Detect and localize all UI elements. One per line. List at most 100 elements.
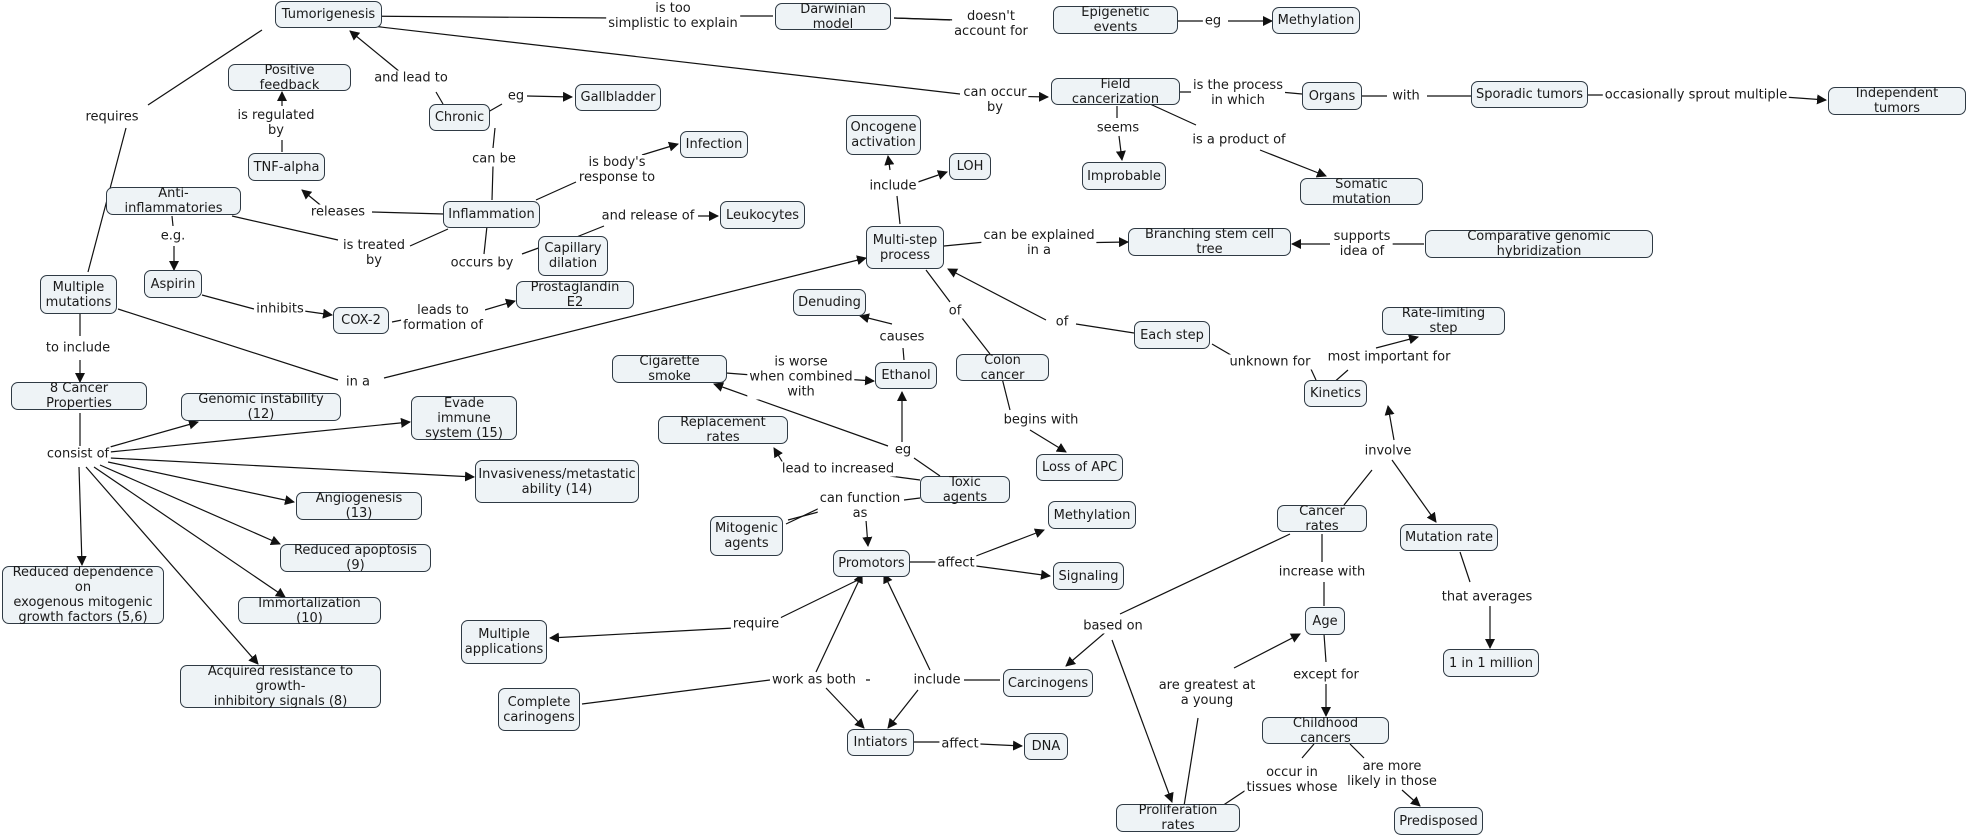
link-label-and-release-of: and release of — [599, 208, 697, 224]
node-signaling[interactable]: Signaling — [1053, 562, 1124, 590]
node-immortalization[interactable]: Immortalization (10) — [238, 596, 381, 626]
link-label-is-worse: is worse when combined with — [747, 354, 855, 400]
node-genomic-instability[interactable]: Genomic instability (12) — [181, 392, 341, 422]
edge-ms-include — [888, 156, 901, 225]
node-darwinian-model[interactable]: Darwinian model — [775, 2, 891, 32]
link-label-require: require — [730, 616, 782, 632]
link-label-unknown-for: unknown for — [1227, 354, 1313, 370]
node-loss-of-apc[interactable]: Loss of APC — [1036, 454, 1123, 481]
node-age[interactable]: Age — [1305, 607, 1345, 635]
node-carcinogens[interactable]: Carcinogens — [1003, 669, 1093, 697]
link-label-occurs-by: occurs by — [448, 255, 516, 271]
node-reduced-dependence[interactable]: Reduced dependence on exogenous mitogeni… — [2, 565, 164, 625]
link-label-eg-toxic: eg — [892, 442, 914, 458]
node-multiple-applications[interactable]: Multiple applications — [461, 620, 547, 664]
link-label-is-regulated-by: is regulated by — [235, 108, 317, 138]
node-one-in-million[interactable]: 1 in 1 million — [1443, 649, 1539, 677]
edge-darwin-to-tumorigenesis — [346, 16, 773, 18]
edge-consist-reduced — [76, 466, 87, 566]
link-label-supports-idea: supports idea of — [1331, 229, 1393, 259]
edge-child-likely — [1349, 743, 1420, 806]
node-aspirin[interactable]: Aspirin — [144, 270, 202, 298]
link-label-is-too-simplistic: is too simplistic to explain — [606, 1, 740, 31]
node-reduced-apoptosis[interactable]: Reduced apoptosis (9) — [280, 543, 431, 573]
node-proliferation-rates[interactable]: Proliferation rates — [1116, 803, 1240, 833]
node-evade-immune[interactable]: Evade immune system (15) — [411, 396, 517, 441]
edge-consist-immortal — [93, 466, 286, 598]
node-organs[interactable]: Organs — [1302, 82, 1362, 110]
node-improbable[interactable]: Improbable — [1082, 162, 1166, 190]
node-kinetics[interactable]: Kinetics — [1304, 380, 1367, 407]
node-cigarette-smoke[interactable]: Cigarette smoke — [612, 354, 727, 384]
edge-involve-mutation — [1391, 459, 1437, 523]
node-methylation-mid[interactable]: Methylation — [1048, 501, 1136, 529]
node-capillary-dilation[interactable]: Capillary dilation — [538, 236, 608, 276]
node-complete-carcinogens[interactable]: Complete carinogens — [498, 688, 580, 731]
node-cgh[interactable]: Comparative genomic hybridization — [1425, 229, 1653, 259]
edge-chronic-can-be — [491, 127, 496, 201]
edge-child-occur — [1221, 743, 1315, 807]
node-leukocytes[interactable]: Leukocytes — [720, 201, 805, 229]
link-label-occasionally-sprout: occasionally sprout multiple — [1602, 87, 1790, 103]
node-childhood-cancers[interactable]: Childhood cancers — [1262, 716, 1389, 746]
node-rate-limiting[interactable]: Rate-limiting step — [1382, 306, 1505, 336]
node-independent-tumors[interactable]: Independent tumors — [1828, 86, 1966, 116]
link-label-to-include: to include — [43, 340, 113, 356]
link-label-eg-aspirin: e.g. — [158, 228, 188, 244]
node-oncogene-activation[interactable]: Oncogene activation — [846, 115, 921, 155]
link-label-can-function-as: can function as — [817, 491, 903, 521]
node-somatic-mutation[interactable]: Somatic mutation — [1300, 177, 1423, 207]
link-label-is-treated-by: is treated by — [341, 238, 407, 268]
edge-complete-workboth — [581, 679, 870, 705]
node-cox2[interactable]: COX-2 — [333, 307, 389, 334]
node-mitogenic-agents[interactable]: Mitogenic agents — [710, 516, 783, 556]
link-label-based-on: based on — [1081, 618, 1145, 634]
node-acquired-resistance[interactable]: Acquired resistance to growth- inhibitor… — [180, 664, 381, 709]
node-replacement-rates[interactable]: Replacement rates — [658, 415, 788, 445]
edge-based-prolif — [1111, 639, 1174, 803]
node-each-step[interactable]: Each step — [1134, 321, 1210, 349]
link-label-most-important: most important for — [1325, 349, 1453, 365]
node-angiogenesis[interactable]: Angiogenesis (13) — [296, 491, 422, 521]
node-dna[interactable]: DNA — [1024, 733, 1068, 760]
node-inflammation[interactable]: Inflammation — [443, 201, 540, 228]
node-ethanol[interactable]: Ethanol — [875, 362, 937, 389]
node-sporadic-tumors[interactable]: Sporadic tumors — [1471, 81, 1588, 108]
edge-cancerrates-involve — [1343, 406, 1394, 506]
node-prostaglandin[interactable]: Prostaglandin E2 — [516, 280, 634, 310]
node-tumorigenesis[interactable]: Tumorigenesis — [275, 1, 382, 28]
node-denuding[interactable]: Denuding — [793, 289, 866, 316]
node-loh[interactable]: LOH — [949, 153, 991, 180]
edge-consist-evade — [109, 417, 411, 453]
node-intiators[interactable]: Intiators — [847, 729, 914, 756]
link-label-is-a-product-of: is a product of — [1190, 132, 1288, 148]
link-label-can-occur-by: can occur by — [961, 85, 1029, 115]
edge-anti-treated — [231, 215, 449, 247]
edge-int-affect — [914, 742, 1022, 746]
node-multistep-process[interactable]: Multi-step process — [866, 226, 944, 269]
edge-inflam-to-infection — [535, 144, 678, 201]
node-tnf-alpha[interactable]: TNF-alpha — [248, 153, 325, 181]
node-chronic[interactable]: Chronic — [429, 104, 490, 131]
node-field-cancerization[interactable]: Field cancerization — [1051, 77, 1180, 107]
node-positive-feedback[interactable]: Positive feedback — [228, 63, 351, 93]
node-infection[interactable]: Infection — [680, 131, 748, 158]
node-methylation-top[interactable]: Methylation — [1272, 7, 1360, 34]
node-gallbladder[interactable]: Gallbladder — [575, 84, 661, 111]
node-invasiveness[interactable]: Invasiveness/metastatic ability (14) — [475, 460, 639, 503]
node-mutation-rate[interactable]: Mutation rate — [1400, 524, 1498, 551]
node-epigenetic-events[interactable]: Epigenetic events — [1053, 5, 1178, 35]
edge-workboth-prom — [815, 573, 863, 673]
node-multiple-mutations[interactable]: Multiple mutations — [40, 275, 117, 314]
node-toxic-agents[interactable]: Toxic agents — [920, 475, 1010, 505]
node-predisposed[interactable]: Predisposed — [1394, 807, 1483, 835]
link-label-involve: involve — [1362, 443, 1414, 459]
node-cancer-rates[interactable]: Cancer rates — [1277, 504, 1367, 534]
node-promotors[interactable]: Promotors — [833, 550, 910, 577]
node-branching-tree[interactable]: Branching stem cell tree — [1128, 227, 1291, 257]
node-eight-properties[interactable]: 8 Cancer Properties — [11, 381, 147, 411]
node-colon-cancer[interactable]: Colon cancer — [956, 353, 1049, 383]
node-anti-inflammatories[interactable]: Anti-inflammatories — [106, 186, 241, 216]
edge-include-int — [887, 689, 919, 729]
link-label-of-step: of — [1053, 314, 1071, 330]
